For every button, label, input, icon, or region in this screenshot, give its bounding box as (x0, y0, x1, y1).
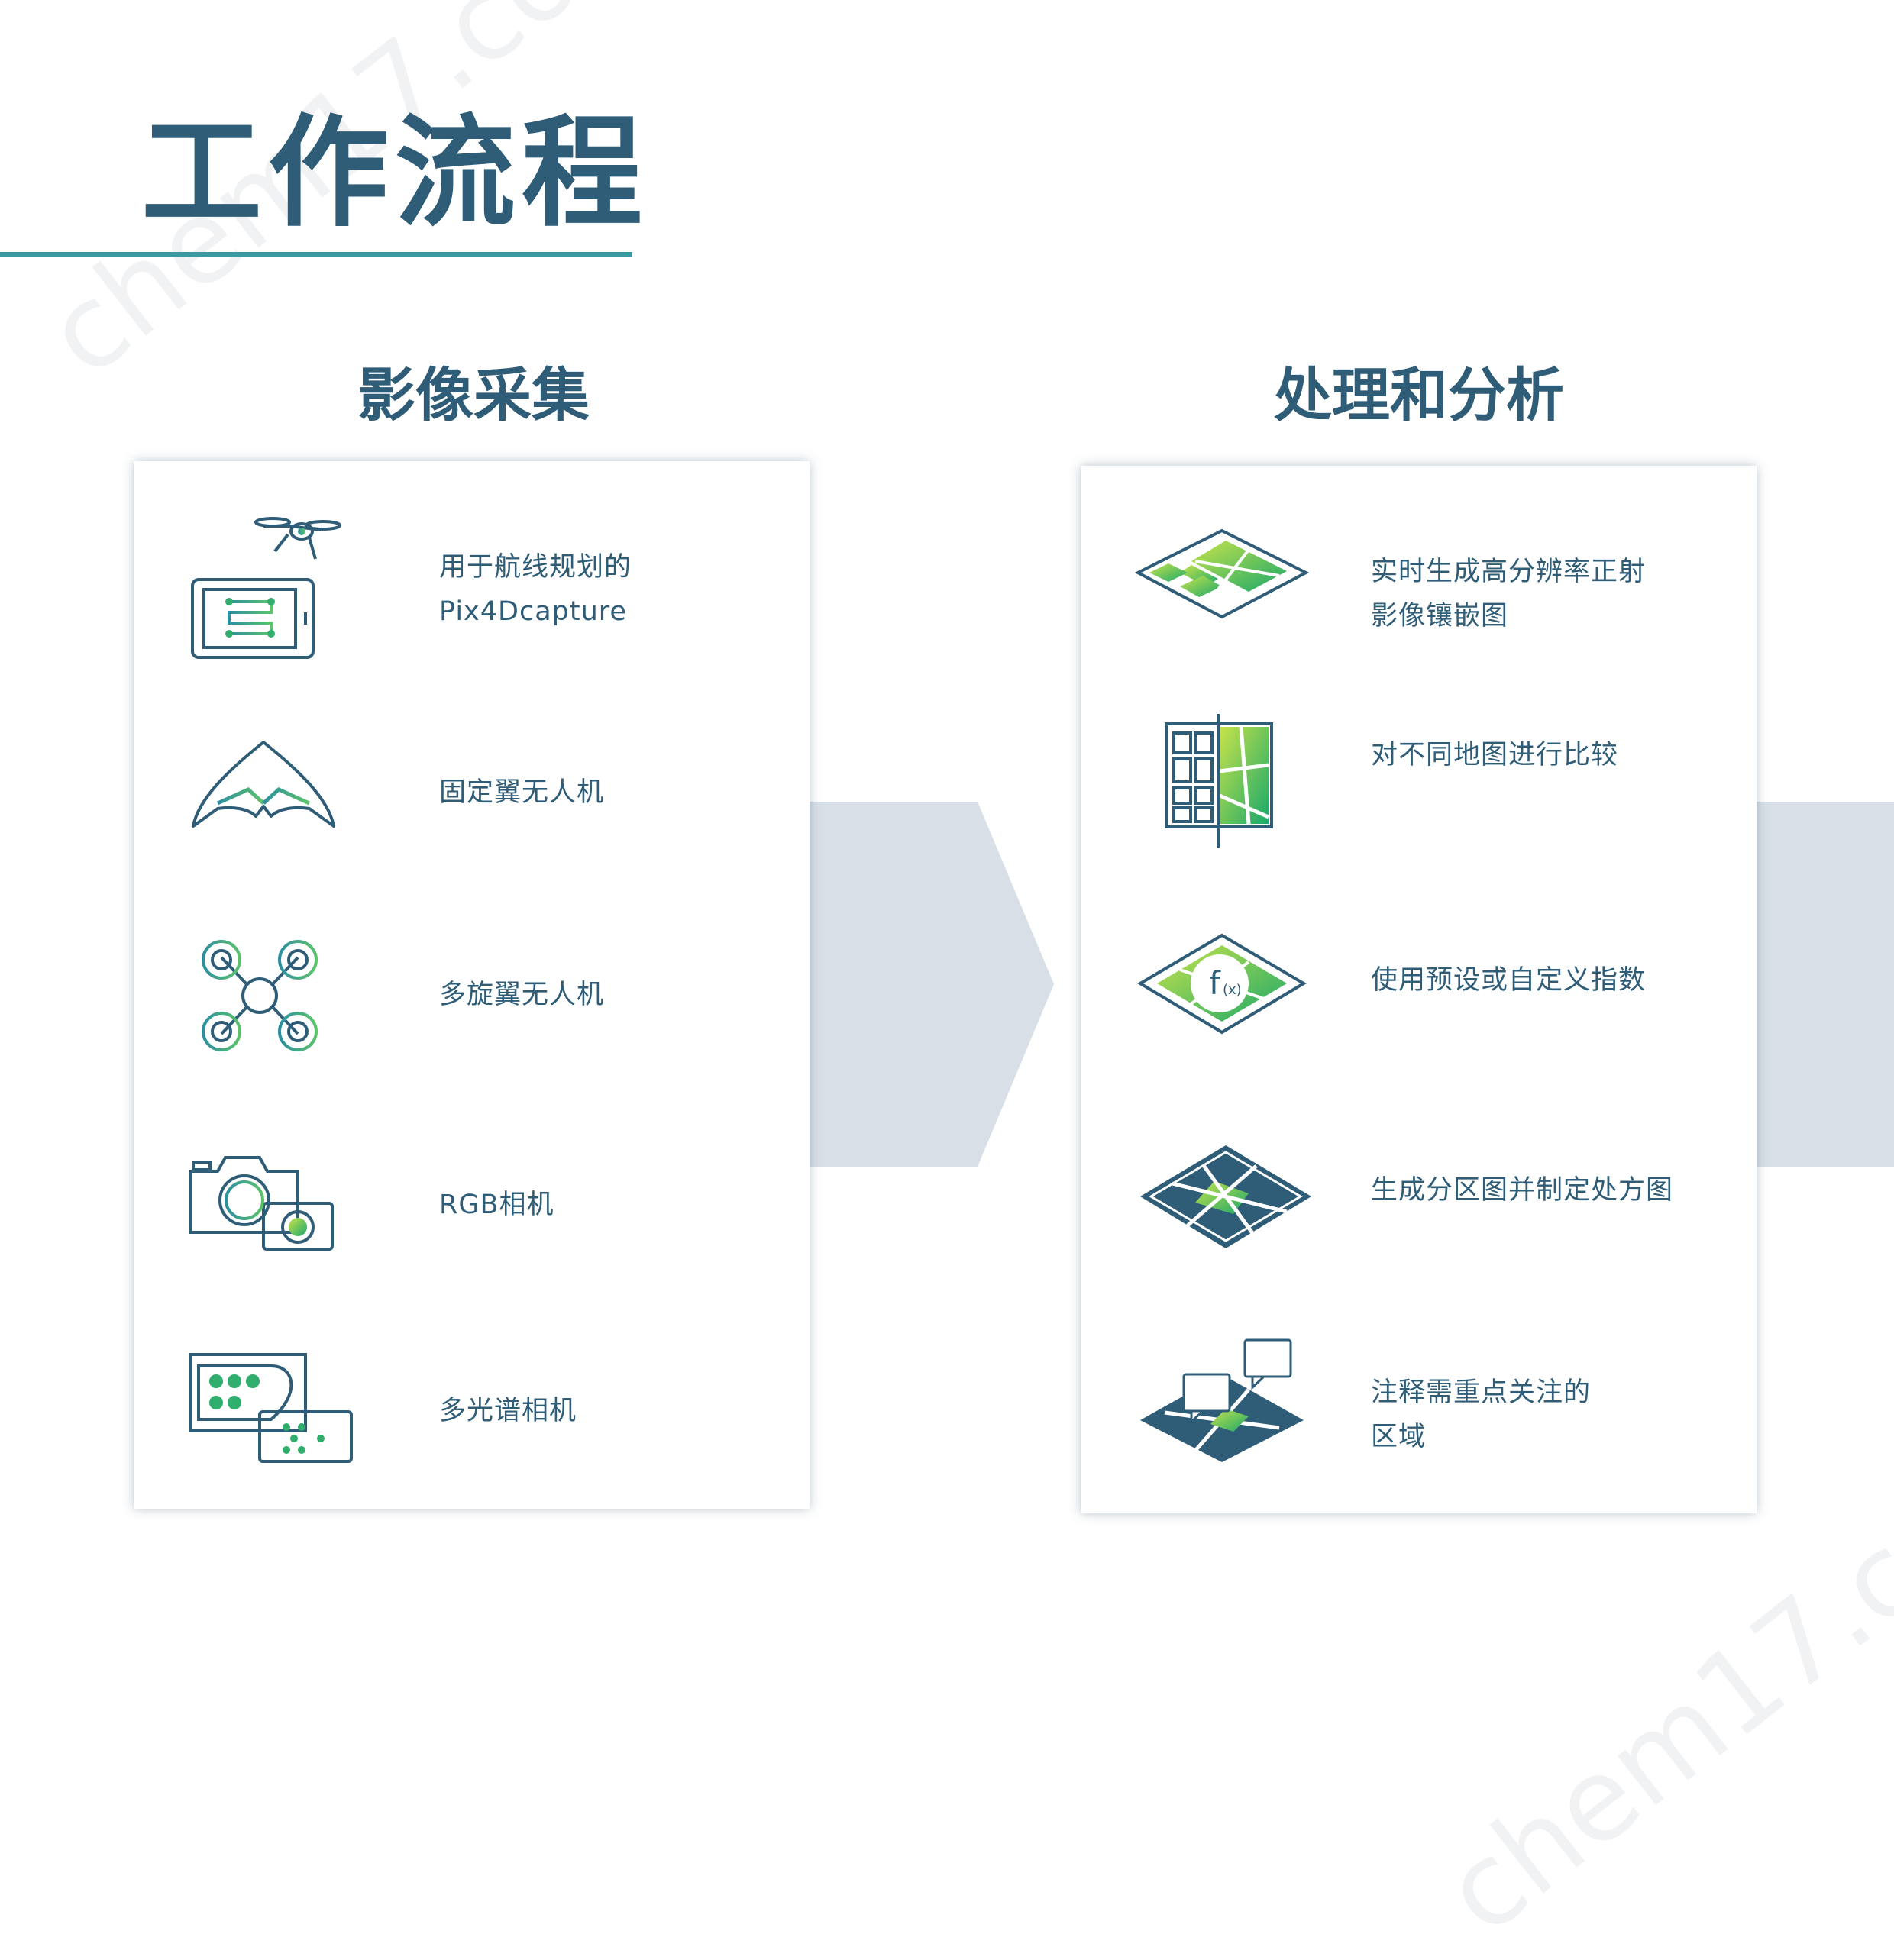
flow-arrow-icon (978, 802, 1054, 1167)
processing-heading: 处理和分析 (1274, 361, 1564, 429)
annotation-map-icon (1140, 1338, 1304, 1462)
processing-item: 对不同地图进行比较 (1081, 710, 1757, 855)
capture-item-label: 多光谱相机 (439, 1396, 577, 1426)
map-compare-icon (1165, 714, 1273, 848)
processing-item: 实时生成高分辨率正射 影像镶嵌图 (1081, 527, 1757, 641)
processing-item: 生成分区图并制定处方图 (1081, 1141, 1757, 1264)
capture-item: 固定翼无人机 (134, 736, 810, 851)
flow-band (810, 802, 978, 1167)
capture-heading: 影像采集 (357, 361, 590, 429)
multispectral-camera-icon (189, 1353, 353, 1463)
capture-item-label: RGB相机 (439, 1190, 554, 1220)
processing-card: 实时生成高分辨率正射 影像镶嵌图 对不同地图进行比较 f (x) (1081, 466, 1757, 1513)
quadcopter-icon (202, 940, 318, 1051)
title-underline (0, 252, 632, 257)
capture-item-label: 多旋翼无人机 (439, 980, 605, 1010)
processing-item-label: 对不同地图进行比较 (1371, 740, 1619, 770)
function-symbol: f (1209, 964, 1221, 1002)
flow-band (1757, 802, 1894, 1167)
page-title: 工作流程 (141, 103, 648, 244)
capture-item: 多光谱相机 (134, 1351, 810, 1473)
processing-item-label: 注释需重点关注的 区域 (1371, 1377, 1592, 1452)
capture-card: 用于航线规划的 Pix4Dcapture 固定翼无人机 (134, 461, 810, 1509)
tablet-drone-icon (191, 517, 341, 659)
capture-item: 用于航线规划的 Pix4Dcapture (134, 507, 810, 675)
index-function-icon: f (x) (1137, 933, 1307, 1035)
processing-item: f (x) 使用预设或自定义指数 (1081, 932, 1757, 1046)
zone-map-icon (1140, 1145, 1311, 1248)
function-arg: (x) (1223, 982, 1242, 998)
orthomosaic-icon (1134, 528, 1310, 619)
fixed-wing-icon (192, 741, 335, 828)
processing-item-label: 生成分区图并制定处方图 (1371, 1175, 1674, 1206)
capture-item-label: 固定翼无人机 (439, 777, 605, 808)
capture-item: 多旋翼无人机 (134, 938, 810, 1053)
capture-item: RGB相机 (134, 1148, 810, 1263)
processing-item-label: 使用预设或自定义指数 (1371, 965, 1647, 996)
capture-item-label: 用于航线规划的 Pix4Dcapture (439, 552, 632, 627)
processing-item: 注释需重点关注的 区域 (1081, 1336, 1757, 1481)
camera-icon (189, 1156, 334, 1251)
processing-item-label: 实时生成高分辨率正射 影像镶嵌图 (1371, 557, 1647, 631)
